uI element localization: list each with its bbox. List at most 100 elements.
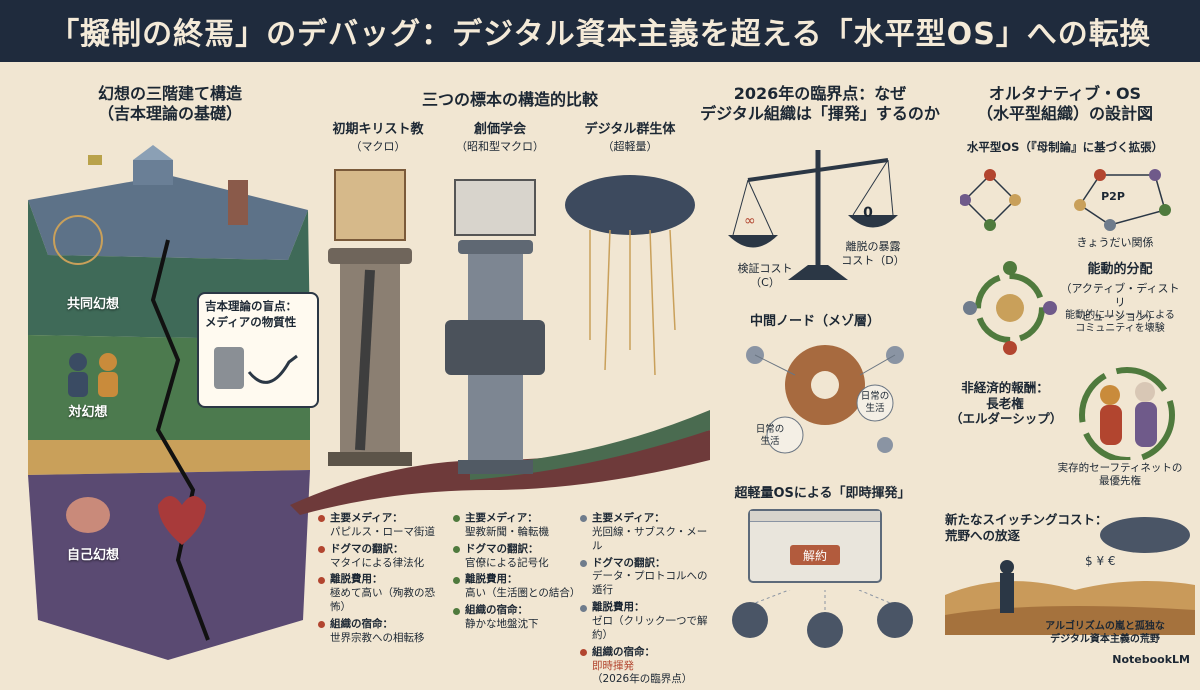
svg-text:$ ¥ €: $ ¥ € bbox=[1085, 554, 1116, 568]
tablet-cable-icon bbox=[214, 347, 298, 389]
meso-node-title: 中間ノード（メゾ層） bbox=[749, 314, 880, 329]
newspaper-stack-icon bbox=[454, 179, 536, 236]
active-distribution-subtitle: （アクティブ・ディストリ ビューション） bbox=[1060, 282, 1180, 323]
kinship-label: きょうだい関係 bbox=[1076, 236, 1154, 249]
alternative-os-title: オルタナティブ・OS （水平型組織）の設計図 bbox=[976, 84, 1153, 123]
item-body: 極めて高い（殉教の恐怖） bbox=[330, 587, 435, 614]
item-head: 離脱費用： bbox=[465, 573, 518, 586]
wilderness-illustration: $ ¥ € bbox=[945, 517, 1195, 635]
p2p-label: P2P bbox=[1101, 190, 1125, 203]
flag-icon bbox=[88, 155, 102, 165]
bullet-icon bbox=[453, 515, 460, 523]
specimen-name-christianity: 初期キリスト教 bbox=[332, 122, 424, 137]
wilderness-desc: アルゴリズムの嵐と孤独な デジタル資本主義の荒野 bbox=[1045, 621, 1165, 645]
item-body: マタイによる律法化 bbox=[330, 556, 425, 569]
item-head: 組織の宿命： bbox=[592, 645, 655, 658]
verification-cost-label: 検証コスト （C） bbox=[737, 262, 793, 289]
horizontal-os-subtitle: 水平型OS（『母制論』に基づく拡張） bbox=[966, 140, 1164, 154]
bullet-icon bbox=[453, 546, 460, 554]
instant-volatility-title: 超軽量OSによる「即時揮発」 bbox=[734, 486, 911, 501]
list-item: 主要メディア： bbox=[318, 512, 446, 526]
bullet-icon bbox=[318, 621, 325, 629]
infinity-symbol: ∞ bbox=[744, 213, 756, 229]
person-icon bbox=[68, 372, 88, 397]
layer-label-collective: 共同幻想 bbox=[66, 297, 119, 312]
dome-icon bbox=[133, 145, 173, 160]
callout-text: 吉本理論の盲点： メディアの物質性 bbox=[205, 299, 297, 329]
item-body: 高い（生活圏との結合） bbox=[465, 587, 581, 600]
critical-point-title: 2026年の臨界点：なぜ デジタル組織は「揮発」するのか bbox=[700, 84, 940, 123]
bullet-icon bbox=[580, 560, 587, 567]
daily-life-node-a: 日常の 生活 bbox=[755, 424, 785, 447]
list-item: ドグマの翻訳： bbox=[318, 543, 446, 557]
brand-logo: NotebookLM bbox=[1112, 653, 1190, 666]
daily-life-node-b: 日常の 生活 bbox=[860, 391, 890, 414]
specimen-list-digital: 主要メディア： 光回線・サブスク・メール ドグマの翻訳： データ・プロトコルへの… bbox=[580, 512, 715, 690]
bullet-icon bbox=[453, 576, 460, 584]
item-body: ゼロ（クリック一つで解約） bbox=[592, 615, 708, 641]
layer-label-pair: 対幻想 bbox=[68, 405, 108, 420]
specimen-pillars-illustration bbox=[290, 169, 710, 515]
browser-toolbar bbox=[750, 511, 880, 522]
scroll-icon bbox=[334, 169, 406, 241]
middle-section-title: 三つの標本の構造的比較 bbox=[421, 90, 598, 109]
bullet-icon bbox=[453, 607, 460, 615]
specimen-name-digital: デジタル群生体 bbox=[584, 122, 676, 137]
building-icon bbox=[133, 160, 173, 185]
person-icon bbox=[69, 353, 87, 371]
specimen-list-soka: 主要メディア： 聖教新聞・輪転機 ドグマの翻訳： 官僚による記号化 離脱費用： … bbox=[453, 512, 581, 635]
network-icon bbox=[53, 215, 103, 265]
specimen-sub-digital: （超軽量） bbox=[602, 140, 658, 153]
item-head: 組織の宿命： bbox=[465, 604, 528, 617]
item-body: 世界宗教への相転移 bbox=[330, 631, 425, 644]
person-icon bbox=[99, 353, 117, 371]
item-head: 主要メディア： bbox=[330, 512, 403, 524]
item-head: ドグマの翻訳： bbox=[330, 542, 404, 555]
heart-icon bbox=[158, 496, 206, 545]
layer-label-self: 自己幻想 bbox=[66, 548, 119, 563]
exit-cost-label: 離脱の暴露 コスト（D） bbox=[841, 240, 905, 267]
item-body: 官僚による記号化 bbox=[465, 556, 549, 569]
left-section-title: 幻想の三階建て構造 （吉本理論の基礎） bbox=[97, 84, 242, 123]
eldership-title: 非経済的報酬： 長老権 （エルダーシップ） bbox=[950, 380, 1063, 427]
item-body-critical-point: （2026年の臨界点） bbox=[592, 673, 693, 686]
balance-scale-icon: ∞ bbox=[728, 150, 898, 280]
blindspot-callout: 吉本理論の盲点： メディアの物質性 bbox=[197, 292, 319, 408]
circular-distribution-icon bbox=[963, 261, 1057, 355]
list-item: 離脱費用： bbox=[580, 601, 715, 615]
item-head: 離脱費用： bbox=[330, 573, 383, 586]
bullet-icon bbox=[580, 604, 587, 612]
avatar bbox=[807, 612, 843, 648]
item-head: ドグマの翻訳： bbox=[465, 542, 539, 555]
list-item: 組織の宿命： bbox=[453, 604, 581, 618]
user-avatars bbox=[732, 590, 913, 648]
active-distribution-title: 能動的分配 bbox=[1087, 262, 1153, 277]
item-head: 主要メディア： bbox=[592, 512, 665, 524]
item-head: 組織の宿命： bbox=[330, 618, 393, 631]
person-icon bbox=[98, 372, 118, 397]
bullet-icon bbox=[318, 546, 325, 554]
item-body-volatile: 即時揮発 bbox=[592, 659, 634, 672]
item-body: データ・プロトコルへの遁行 bbox=[592, 570, 708, 597]
exit-cost-value: 0 bbox=[863, 205, 873, 221]
list-item: 主要メディア： bbox=[580, 512, 715, 526]
specimen-sub-soka: （昭和型マクロ） bbox=[456, 140, 544, 153]
avatar bbox=[732, 602, 768, 638]
cancel-subscription-button[interactable]: 解約 bbox=[790, 545, 840, 565]
printing-press-icon bbox=[445, 320, 545, 375]
brain-icon bbox=[66, 497, 110, 533]
bullet-icon bbox=[580, 515, 587, 523]
bullet-icon bbox=[580, 649, 587, 657]
avatar bbox=[877, 602, 913, 638]
elders-illustration bbox=[1079, 367, 1175, 460]
bullet-icon bbox=[318, 576, 325, 584]
list-item: 離脱費用： bbox=[318, 573, 446, 587]
network-graphs bbox=[960, 169, 1171, 231]
list-item: 離脱費用： bbox=[453, 573, 581, 587]
switching-cost-title: 新たなスイッチングコスト： 荒野への放逐 bbox=[945, 512, 1108, 543]
item-body: パピルス・ローマ街道 bbox=[330, 525, 435, 538]
list-item: ドグマの翻訳： bbox=[580, 557, 715, 571]
eldership-desc: 実存的セーフティネットの 最優先権 bbox=[1057, 462, 1183, 488]
item-body: 聖教新聞・輪転機 bbox=[465, 525, 549, 538]
